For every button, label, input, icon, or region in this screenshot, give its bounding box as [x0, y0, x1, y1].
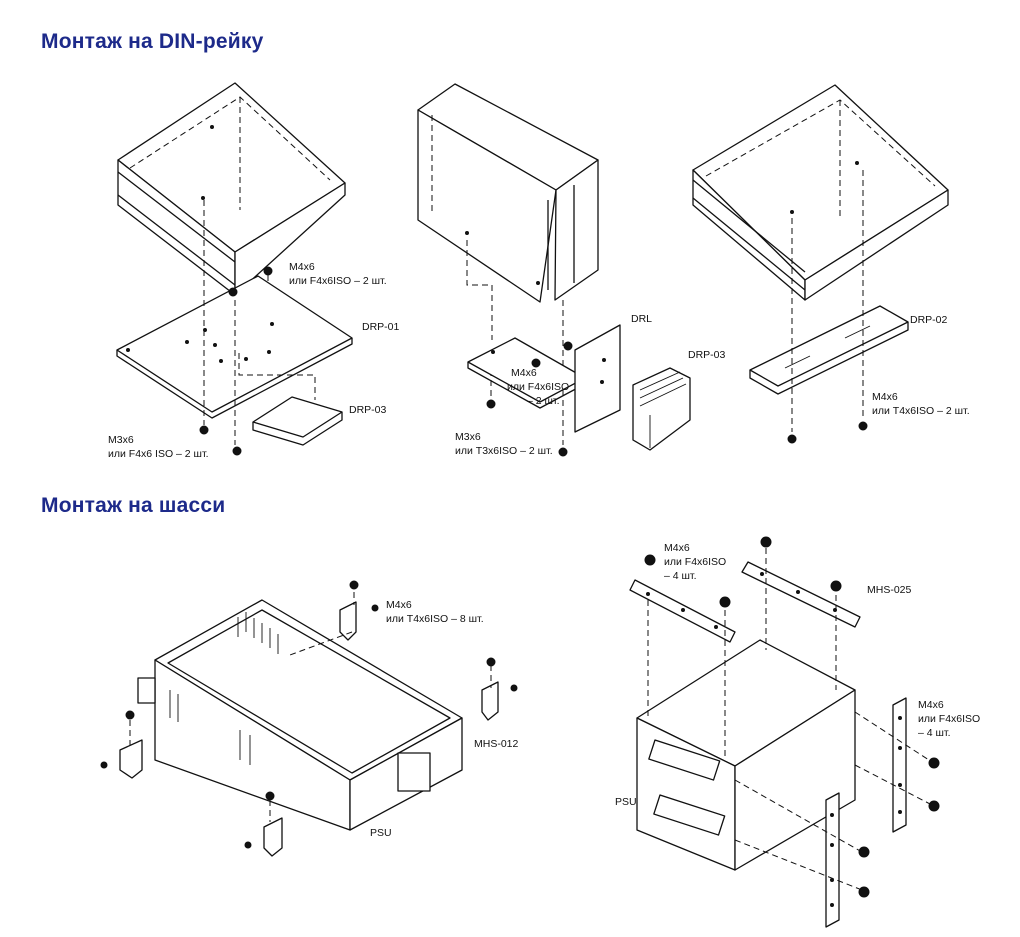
- bracket-mhs-025: M4x6 или F4x6ISO – 4 шт. MHS-025: [629, 536, 912, 760]
- screw-side-chassis-right-line2: или F4x6ISO: [918, 713, 980, 725]
- psu-unit-din-left: [117, 82, 346, 296]
- screw-m4x6-middle-line2: или F4x6ISO: [507, 381, 569, 393]
- screw-m3x6-middle-line1: M3x6: [455, 431, 481, 443]
- section-title-chassis: Монтаж на шасси: [41, 494, 226, 517]
- screw-top-chassis-right-line2: или F4x6ISO: [664, 556, 726, 568]
- bracket-mhs-025-label: MHS-025: [867, 584, 912, 596]
- din-middle-assembly: M3x6 или T3x6ISO – 2 шт. M4x6 или F4x6IS…: [417, 83, 726, 457]
- rail-drp-03-middle: DRP-03: [632, 349, 726, 451]
- screw-m3x6-middle-line2: или T3x6ISO – 2 шт.: [455, 445, 553, 457]
- screw-top-label-line2: или F4x6ISO – 2 шт.: [289, 275, 387, 287]
- screw-side-chassis-right-line3: – 4 шт.: [918, 727, 951, 739]
- chassis-right-assembly: PSU M4x6 или F4x6ISO – 4 шт. MHS-025: [615, 536, 980, 928]
- plate-drp-02-label: DRP-02: [910, 314, 948, 326]
- side-brackets-chassis-right: M4x6 или F4x6ISO – 4 шт.: [734, 697, 980, 928]
- psu-unit-din-middle: [417, 83, 599, 303]
- bracket-mhs-012: M4x6 или T4x6ISO – 8 шт. MHS-012: [100, 580, 519, 857]
- din-right-assembly: DRP-02 M4x6 или T4x6ISO – 2 шт.: [692, 84, 970, 444]
- screw-bottom-label-line1: M3x6: [108, 434, 134, 446]
- plate-drp-01-label: DRP-01: [362, 321, 400, 333]
- bracket-mhs-012-label: MHS-012: [474, 738, 519, 750]
- bracket-drl: M4x6 или F4x6ISO – 2 шт. DRL: [467, 313, 652, 433]
- screw-m4x6-din-right: M4x6 или T4x6ISO – 2 шт.: [787, 170, 970, 444]
- screw-m4x6-chassis-left-line2: или T4x6ISO – 8 шт.: [386, 613, 484, 625]
- psu-label-chassis-right: PSU: [615, 796, 637, 808]
- psu-unit-din-right: [692, 84, 949, 301]
- screw-top-label-line1: M4x6: [289, 261, 315, 273]
- section-title-din-rail: Монтаж на DIN-рейку: [41, 30, 264, 53]
- psu-unit-chassis-left: PSU: [137, 599, 463, 839]
- screw-m3x6-din-left: M3x6 или F4x6 ISO – 2 шт.: [108, 200, 242, 460]
- screw-m3x6-din-middle: M3x6 или T3x6ISO – 2 шт.: [455, 240, 568, 457]
- screw-m4x6-middle-line1: M4x6: [511, 367, 537, 379]
- screw-bottom-label-line2: или F4x6 ISO – 2 шт.: [108, 448, 209, 460]
- plate-drp-01: DRP-01: [116, 275, 400, 419]
- rail-drp-03-left: DRP-03: [238, 353, 387, 446]
- screw-m4x6-chassis-left-line1: M4x6: [386, 599, 412, 611]
- plate-drp-02: DRP-02: [749, 305, 948, 395]
- screw-m4x6-right-line2: или T4x6ISO – 2 шт.: [872, 405, 970, 417]
- screw-top-chassis-right-line3: – 4 шт.: [664, 570, 697, 582]
- din-left-assembly: M4x6 или F4x6ISO – 2 шт. DRP-01 M3x6 или…: [108, 82, 400, 460]
- screw-side-chassis-right-line1: M4x6: [918, 699, 944, 711]
- rail-drp-03-middle-label: DRP-03: [688, 349, 726, 361]
- screw-m4x6-middle-line3: – 2 шт.: [527, 395, 560, 407]
- screw-m4x6-right-line1: M4x6: [872, 391, 898, 403]
- screw-top-chassis-right-line1: M4x6: [664, 542, 690, 554]
- rail-drp-03-left-label: DRP-03: [349, 404, 387, 416]
- psu-label-chassis-left: PSU: [370, 827, 392, 839]
- chassis-left-assembly: PSU M4x6 или T4x6ISO – 8 шт. MHS-012: [100, 580, 519, 857]
- bracket-drl-label: DRL: [631, 313, 652, 325]
- psu-unit-chassis-right: PSU: [615, 639, 856, 871]
